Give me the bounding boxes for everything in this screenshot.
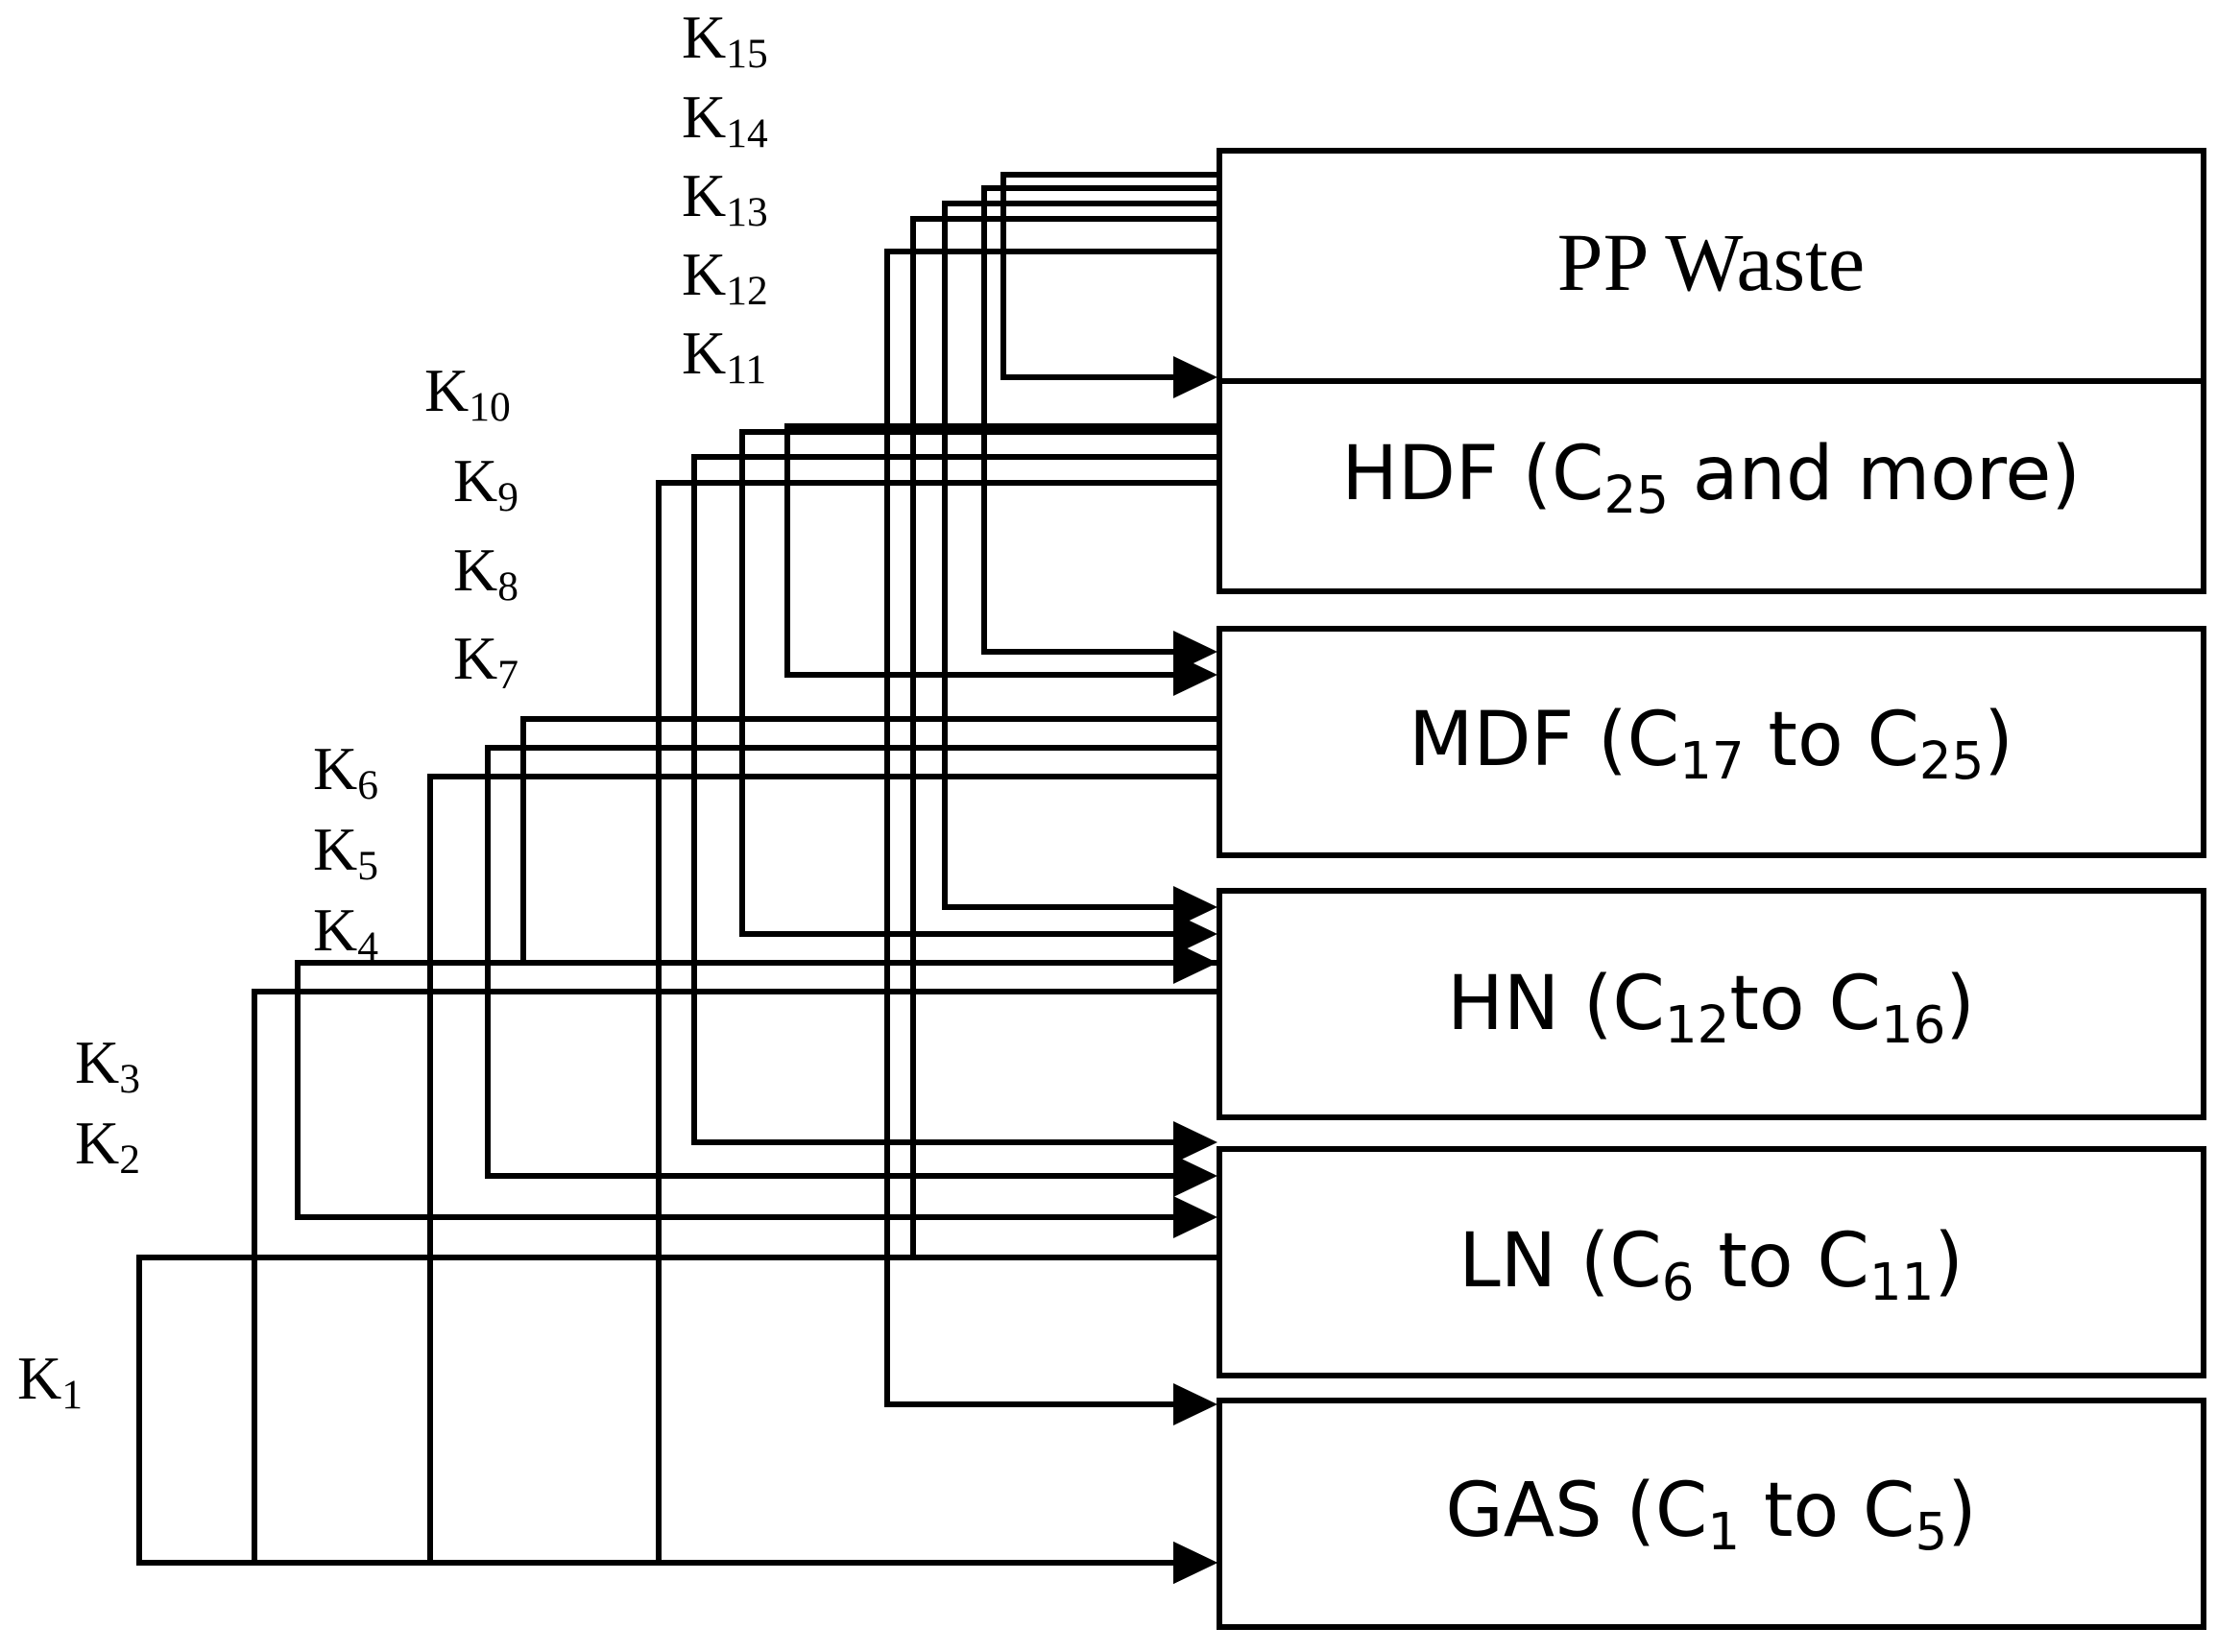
k12-label: K12	[682, 240, 768, 314]
ln-label: LN (C6 to C11)	[1458, 1218, 1964, 1312]
k13-label: K13	[682, 161, 768, 235]
k15-label: K15	[682, 3, 768, 77]
k4-path	[427, 774, 1217, 1566]
k15-path	[1000, 172, 1217, 380]
k13-path	[942, 201, 1217, 910]
k11-label: K11	[682, 319, 766, 393]
k11-path	[884, 249, 1217, 1407]
gas-box	[1217, 1398, 2206, 1630]
k1-path	[136, 1255, 1217, 1566]
k9-path	[739, 429, 1217, 937]
k6-path-arrowhead	[1173, 942, 1217, 984]
k7-path	[656, 480, 1217, 1566]
k13-path-arrowhead	[1173, 886, 1217, 928]
k14-path-arrowhead	[1173, 631, 1217, 673]
k2-path	[295, 960, 1217, 1220]
k8-path-arrowhead	[1173, 1121, 1217, 1163]
k7-path-arrowhead	[1173, 1542, 1217, 1584]
k2-label: K2	[75, 1109, 140, 1183]
k3-label: K3	[75, 1028, 140, 1102]
k9-label: K9	[453, 446, 518, 520]
k6-label: K6	[313, 734, 378, 808]
mdf-label: MDF (C17 to C25)	[1409, 697, 2013, 791]
product-boxes: PP Waste HDF (C25 and more) MDF (C17 to …	[1217, 148, 2206, 1630]
ln-box	[1217, 1146, 2206, 1378]
gas-label: GAS (C1 to C5)	[1445, 1468, 1976, 1562]
k14-path	[981, 185, 1217, 655]
k5-label: K5	[313, 815, 378, 889]
k8-path	[691, 454, 1217, 1145]
hn-label: HN (C12to C16)	[1447, 961, 1975, 1055]
k6-path	[520, 716, 1217, 966]
k1-label: K1	[17, 1344, 83, 1418]
k14-label: K14	[682, 83, 768, 156]
k10-label: K10	[424, 356, 511, 430]
reaction-paths	[136, 172, 1217, 1584]
k12-path	[910, 216, 1217, 1260]
k5-path-arrowhead	[1173, 1155, 1217, 1197]
k3-path	[252, 989, 1217, 1566]
hn-box	[1217, 888, 2206, 1120]
mdf-box	[1217, 626, 2206, 858]
k2-path-arrowhead	[1173, 1196, 1217, 1238]
k7-label: K7	[453, 624, 518, 698]
hdf-label: HDF (C25 and more)	[1341, 431, 2081, 525]
k8-label: K8	[453, 536, 518, 610]
pp-waste-hdf-box	[1217, 148, 2206, 594]
k15-path-arrowhead	[1173, 356, 1217, 398]
k9-path-arrowhead	[1173, 913, 1217, 955]
k10-path	[784, 423, 1217, 678]
k4-label: K4	[313, 896, 378, 970]
rate-constant-labels: K15 K14 K13 K12 K11 K10 K9 K8 K7 K6 K5 K…	[17, 3, 768, 1418]
k5-path	[485, 745, 1217, 1179]
k11-path-arrowhead	[1173, 1383, 1217, 1425]
pp-waste-label: PP Waste	[1557, 216, 1865, 308]
